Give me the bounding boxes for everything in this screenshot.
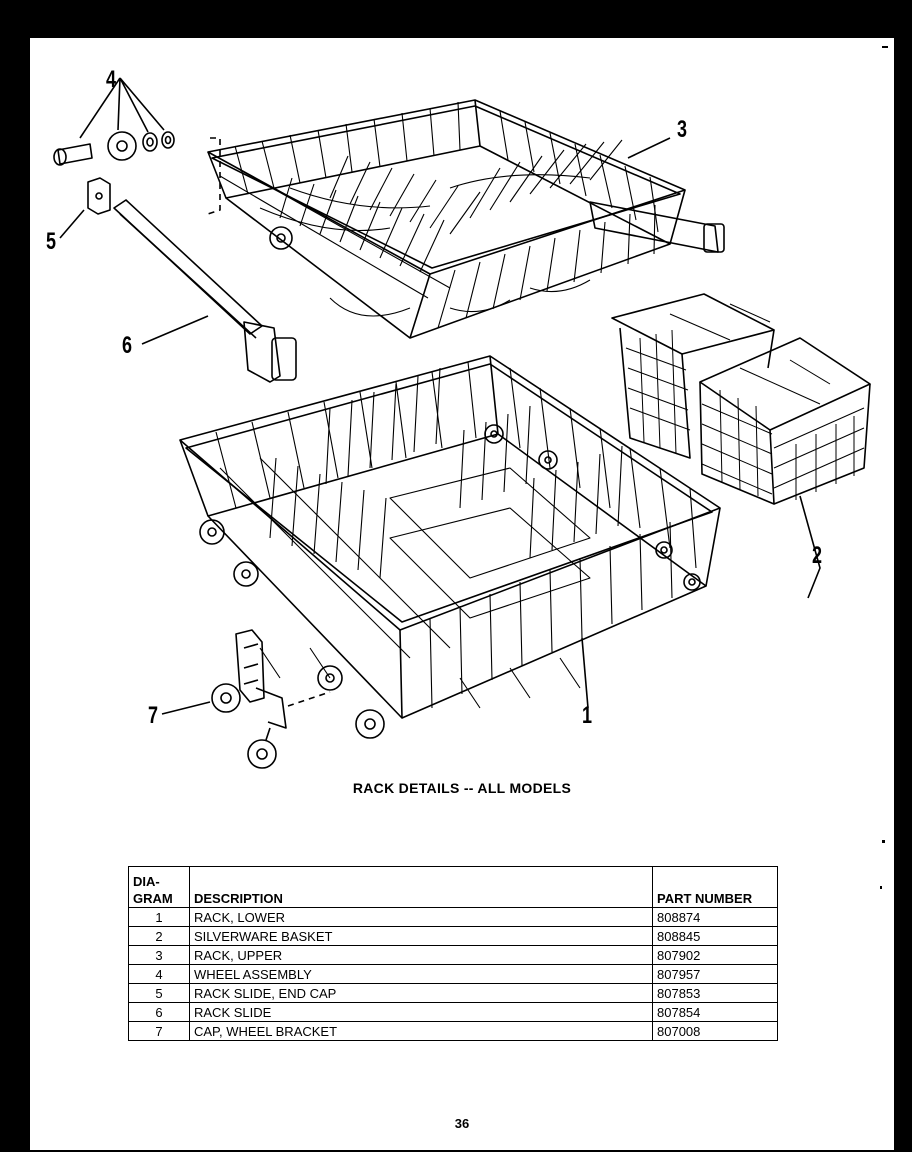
row-description: SILVERWARE BASKET [189,926,653,946]
row-diagram-number: 6 [128,1002,190,1022]
callout-1: 1 [582,702,593,729]
wheel-assembly-illustration [53,77,175,166]
table-row: 7 CAP, WHEEL BRACKET 807008 [128,1021,778,1041]
header-part-number: PART NUMBER [652,866,778,908]
row-part-number: 808845 [652,926,778,946]
table-header-row: DIA- GRAM DESCRIPTION PART NUMBER [128,866,778,908]
parts-table: DIA- GRAM DESCRIPTION PART NUMBER 1 RACK… [128,866,778,1041]
row-diagram-number: 1 [128,907,190,927]
header-diagram: DIA- GRAM [128,866,190,908]
table-row: 2 SILVERWARE BASKET 808845 [128,926,778,946]
row-description: RACK, LOWER [189,907,653,927]
callout-7: 7 [148,702,159,729]
scan-speck [882,840,885,843]
scan-speck [880,886,882,889]
table-row: 3 RACK, UPPER 807902 [128,945,778,965]
row-part-number: 807853 [652,983,778,1003]
row-diagram-number: 3 [128,945,190,965]
parts-page: 1 2 3 4 5 6 7 RACK DETAILS -- ALL MODELS… [30,38,894,1150]
wheel-bracket-illustration [161,629,331,769]
callout-2: 2 [812,542,823,569]
rack-exploded-diagram [53,77,871,769]
row-part-number: 807008 [652,1021,778,1041]
upper-rack-illustration [207,99,725,339]
row-diagram-number: 7 [128,1021,190,1041]
row-description: RACK SLIDE, END CAP [189,983,653,1003]
header-diagram-label: DIA- GRAM [133,874,173,906]
header-description: DESCRIPTION [189,866,653,908]
row-part-number: 807902 [652,945,778,965]
table-row: 4 WHEEL ASSEMBLY 807957 [128,964,778,984]
table-row: 6 RACK SLIDE 807854 [128,1002,778,1022]
rack-slide-illustration [113,199,297,383]
row-description: CAP, WHEEL BRACKET [189,1021,653,1041]
lower-rack-illustration [179,355,721,739]
scan-speck [882,46,888,48]
row-description: RACK, UPPER [189,945,653,965]
page-number: 36 [454,1116,470,1131]
diagram-caption: RACK DETAILS -- ALL MODELS [352,780,572,796]
row-part-number: 807854 [652,1002,778,1022]
row-description: WHEEL ASSEMBLY [189,964,653,984]
row-diagram-number: 5 [128,983,190,1003]
silverware-basket-illustration [611,293,871,599]
callout-4: 4 [106,66,117,93]
row-diagram-number: 4 [128,964,190,984]
callout-5: 5 [46,228,57,255]
row-part-number: 808874 [652,907,778,927]
row-description: RACK SLIDE [189,1002,653,1022]
callout-6: 6 [122,332,133,359]
end-cap-illustration [59,177,111,239]
callout-3: 3 [677,116,688,143]
table-row: 1 RACK, LOWER 808874 [128,907,778,927]
table-row: 5 RACK SLIDE, END CAP 807853 [128,983,778,1003]
row-diagram-number: 2 [128,926,190,946]
row-part-number: 807957 [652,964,778,984]
